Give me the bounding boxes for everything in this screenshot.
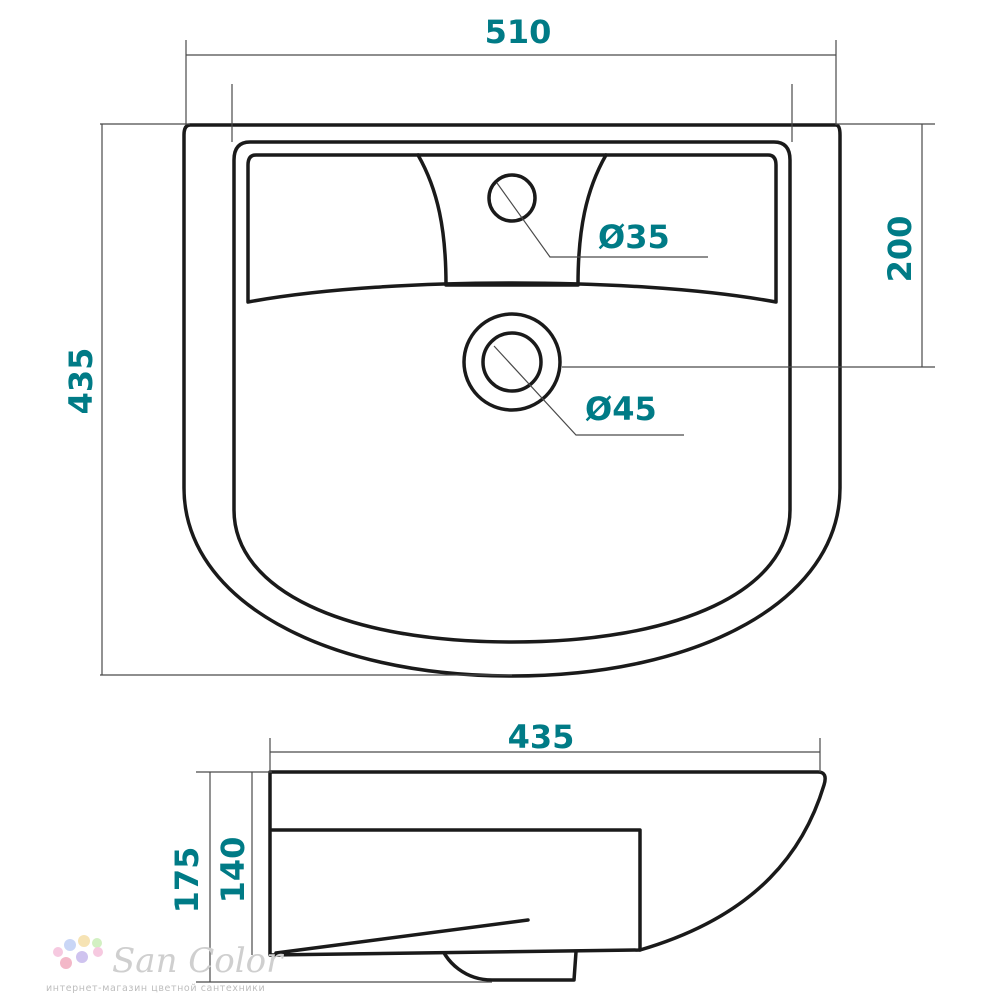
basin-outer-outline — [182, 123, 842, 678]
side-bottom-slope — [274, 918, 530, 955]
depth-label: 435 — [62, 348, 100, 415]
side-bowl-inner-line — [270, 828, 642, 952]
sancolor-logo: San Color интернет-магазин цветной санте… — [46, 935, 284, 994]
overflow-distance-dimension: 200 — [562, 123, 935, 368]
tap-hole-label: Ø35 — [598, 218, 670, 256]
side-depth-label: 435 — [508, 718, 575, 756]
logo-dot — [53, 947, 63, 957]
drain-inner-ring — [481, 331, 543, 393]
total-height-label: 175 — [168, 847, 206, 914]
width-label: 510 — [485, 13, 552, 51]
logo-dot — [76, 951, 88, 963]
side-profile-outline — [268, 770, 827, 957]
drain-hole-label: Ø45 — [585, 390, 657, 428]
logo-dot — [78, 935, 90, 947]
total-height-dimension: 175 — [168, 771, 492, 983]
depth-dimension: 435 — [62, 123, 512, 676]
logo-tagline: интернет-магазин цветной сантехники — [46, 983, 265, 994]
width-dimension: 510 — [185, 13, 837, 142]
bowl-height-dimension: 140 — [214, 772, 253, 955]
logo-dot — [92, 938, 102, 948]
logo-dots — [53, 935, 103, 969]
tap-platform-outline — [416, 153, 608, 287]
logo-dot — [93, 947, 103, 957]
logo-dot — [64, 939, 76, 951]
tap-hole — [487, 173, 537, 223]
tap-hole-dimension: Ø35 — [496, 182, 708, 258]
basin-inner-outline — [232, 140, 792, 644]
bowl-height-label: 140 — [214, 837, 252, 904]
side-view: 435 175 140 — [168, 718, 827, 983]
side-depth-dimension: 435 — [269, 718, 821, 772]
back-deck-outline — [246, 153, 778, 304]
drain-outer-ring — [462, 312, 562, 412]
overflow-distance-label: 200 — [881, 216, 919, 283]
drain-hole-dimension: Ø45 — [493, 345, 684, 436]
top-view: 510 435 200 Ø35 Ø45 — [62, 13, 935, 678]
logo-name: San Color — [112, 941, 284, 981]
logo-dot — [60, 957, 72, 969]
